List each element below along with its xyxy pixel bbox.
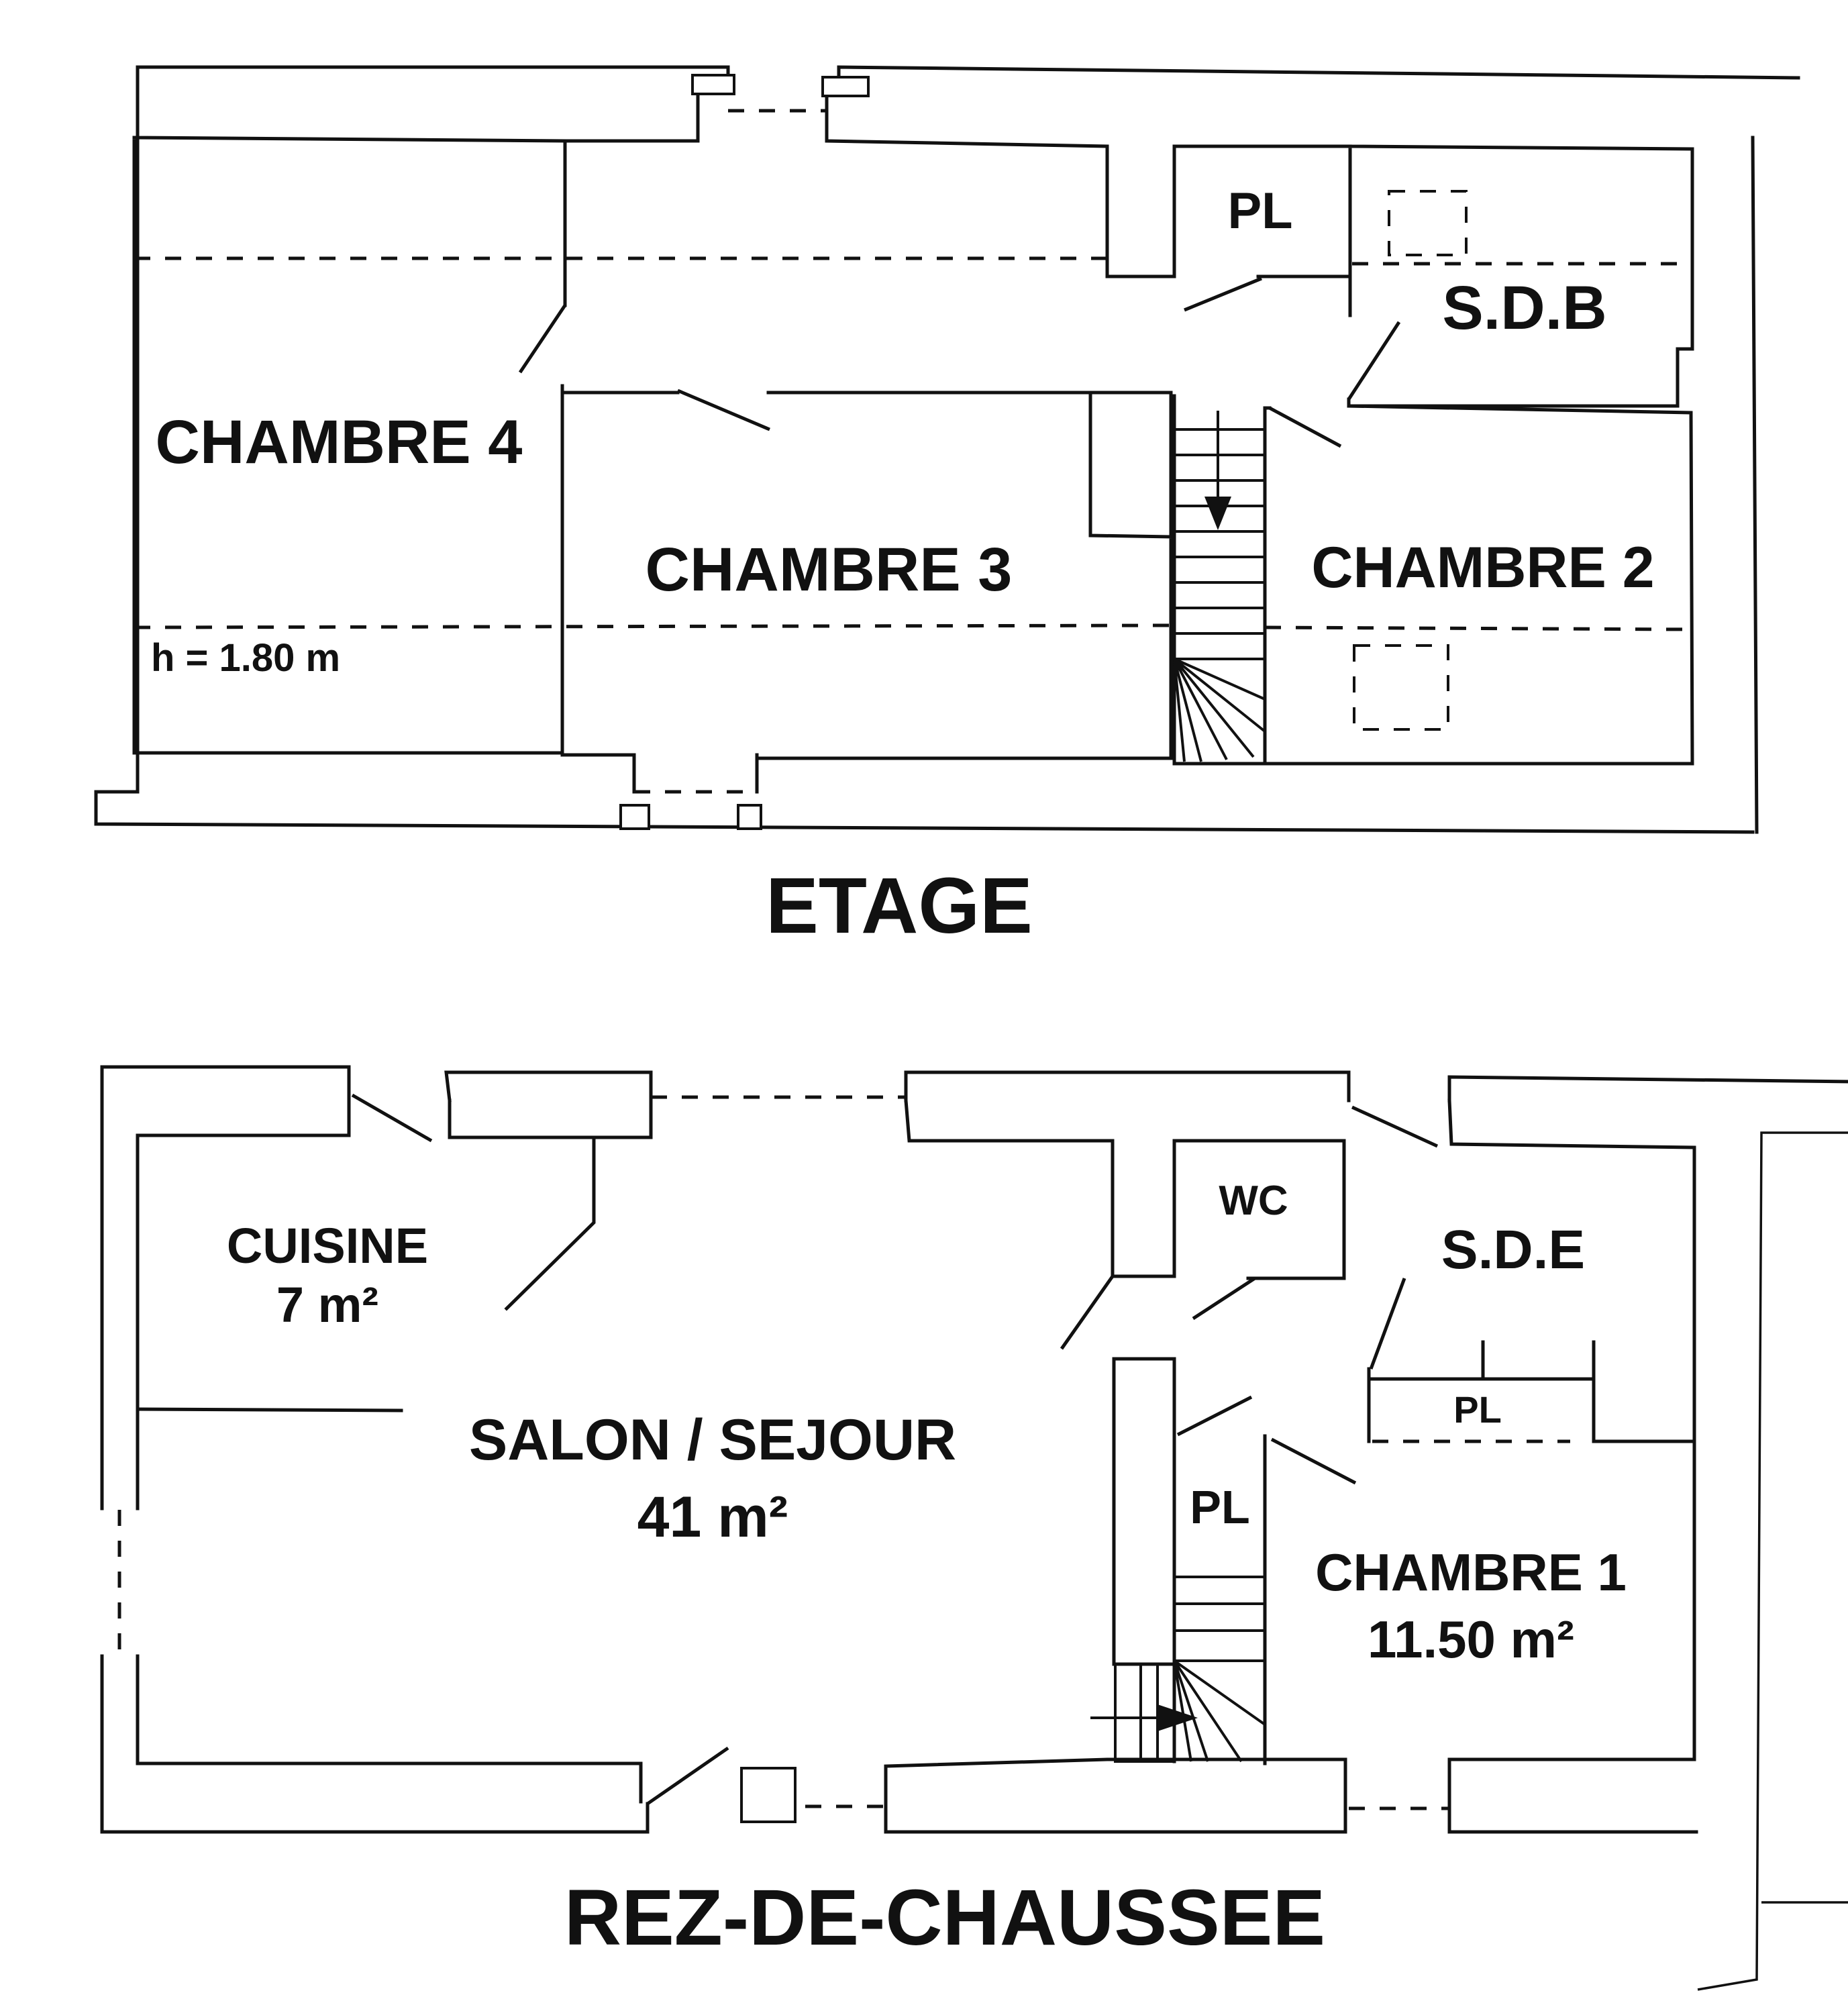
rdc-plan: CUISINE 7 m² SALON / SEJOUR 41 m² WC S.D… bbox=[100, 1065, 1848, 1991]
chambre2-label: CHAMBRE 2 bbox=[1311, 535, 1654, 600]
chambre1-door bbox=[1270, 1437, 1357, 1485]
chambre2-velux bbox=[1353, 644, 1449, 731]
chambre2-dash bbox=[1264, 625, 1693, 631]
rdc-outer-wall-top-center bbox=[904, 1070, 1351, 1280]
etage-jamb-bottom-left bbox=[619, 804, 650, 830]
rdc-outer-wall-bottom-right bbox=[1447, 1759, 1698, 1834]
wc-door bbox=[1192, 1276, 1256, 1321]
salon-label: SALON / SEJOUR bbox=[469, 1408, 956, 1472]
cuisine-label: CUISINE bbox=[227, 1218, 428, 1274]
cuisine-door bbox=[351, 1093, 433, 1143]
rdc-outer-wall-top-left bbox=[100, 1065, 351, 1510]
etage-outer-wall-top-right bbox=[825, 65, 1800, 111]
height-note: h = 1.80 m bbox=[151, 636, 340, 680]
corridor-top-wall bbox=[563, 107, 1176, 278]
rdc-title: REZ-DE-CHAUSSEE bbox=[564, 1874, 1325, 1962]
stair-pl-label: PL bbox=[1190, 1481, 1249, 1533]
neighbour-building bbox=[1697, 1131, 1848, 1991]
stair-walls bbox=[1172, 394, 1267, 766]
chambre2-walls bbox=[1263, 404, 1694, 766]
rdc-outer-wall-top-right bbox=[1447, 1075, 1848, 1761]
sdb-label: S.D.B bbox=[1442, 274, 1606, 342]
wc-label: WC bbox=[1219, 1178, 1288, 1224]
chambre1-area: 11.50 m² bbox=[1368, 1610, 1574, 1669]
chambre1-label: CHAMBRE 1 bbox=[1315, 1543, 1627, 1602]
sde-entry-door bbox=[1351, 1105, 1439, 1148]
sde-pl-walls bbox=[1367, 1340, 1696, 1443]
etage-pl-label: PL bbox=[1227, 183, 1292, 240]
etage-jamb-top-left bbox=[691, 74, 735, 95]
cuisine-area: 7 m² bbox=[276, 1277, 378, 1333]
etage-window-jambs-bottom bbox=[632, 753, 759, 794]
salon-area: 41 m² bbox=[637, 1485, 788, 1549]
corridor-door bbox=[1060, 1275, 1115, 1350]
rdc-outer-wall-top-mid bbox=[444, 1070, 653, 1139]
chambre3-label: CHAMBRE 3 bbox=[646, 535, 1013, 604]
etage-plan: CHAMBRE 4 CHAMBRE 3 CHAMBRE 2 PL S.D.B h… bbox=[94, 65, 1800, 950]
wc-walls bbox=[1172, 1139, 1346, 1280]
cuisine-wall bbox=[504, 1139, 596, 1311]
sde-pl-label: PL bbox=[1453, 1388, 1502, 1431]
etage-title: ETAGE bbox=[766, 862, 1033, 950]
pl-door bbox=[1176, 1395, 1253, 1437]
salon-front-door bbox=[646, 1746, 729, 1806]
chambre4-door bbox=[518, 304, 567, 374]
etage-stair-arrow bbox=[1204, 497, 1231, 530]
chambre2-door bbox=[1268, 406, 1342, 448]
chambre3-door bbox=[677, 389, 770, 431]
chambre3-walls bbox=[560, 384, 1173, 760]
rdc-outer-wall-bottom-mid bbox=[884, 1757, 1347, 1834]
etage-dash-mid bbox=[134, 623, 1172, 629]
pl-door bbox=[1184, 276, 1262, 312]
chambre4-label: CHAMBRE 4 bbox=[156, 408, 523, 476]
rdc-outer-wall-left-bottom bbox=[100, 1654, 650, 1834]
rdc-staircase bbox=[1090, 1576, 1266, 1763]
etage-staircase bbox=[1173, 411, 1266, 762]
sde-door bbox=[1369, 1278, 1406, 1370]
etage-outer-wall-right bbox=[1751, 136, 1759, 834]
rdc-stair-arrow bbox=[1158, 1704, 1198, 1731]
etage-jamb-top-right bbox=[821, 76, 870, 97]
etage-jamb-bottom-right bbox=[737, 804, 762, 830]
pl-inner-wall bbox=[1256, 274, 1352, 317]
sde-label: S.D.E bbox=[1441, 1219, 1585, 1280]
sdb-velux bbox=[1388, 190, 1468, 256]
cuisine-partition bbox=[136, 1407, 403, 1413]
rdc-jamb-bottom bbox=[740, 1767, 797, 1823]
sdb-door bbox=[1347, 321, 1401, 401]
